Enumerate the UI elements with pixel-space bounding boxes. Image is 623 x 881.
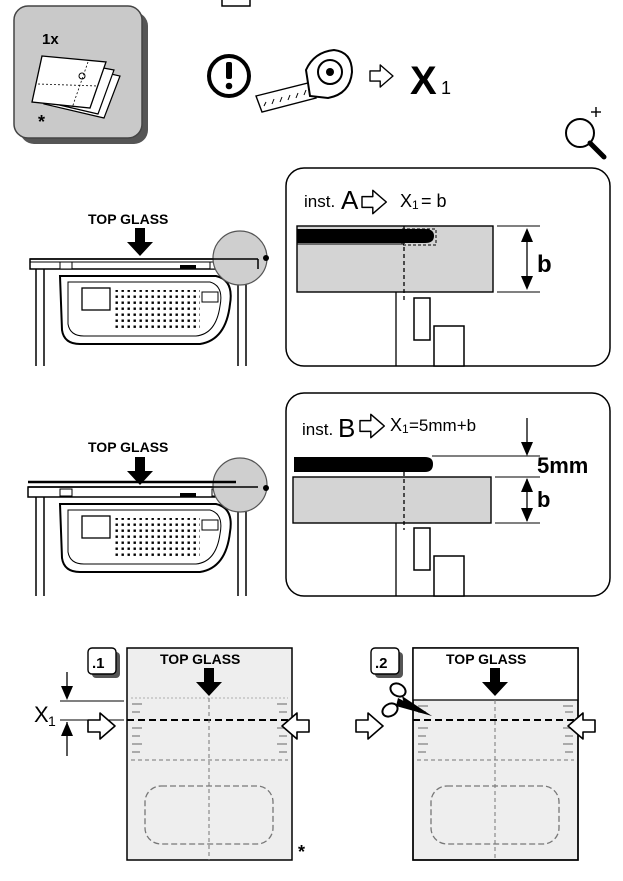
scissors-icon [381,682,432,718]
svg-text:1: 1 [441,78,451,98]
magnifier-icon [565,107,607,160]
insert-arrow-left-2 [355,712,384,740]
svg-text:TOP GLASS: TOP GLASS [88,439,168,455]
top-edge-box [221,0,251,7]
svg-text:TOP GLASS: TOP GLASS [446,651,526,667]
svg-text:b: b [537,251,552,278]
svg-text:inst.: inst. [304,192,335,211]
arrow-to-x1-icon [369,64,394,88]
svg-text:b: b [537,487,550,512]
svg-text:.2: .2 [375,655,388,672]
svg-text:*: * [298,842,305,862]
svg-text:= b: = b [421,191,447,211]
svg-text:X: X [390,415,402,435]
template-step-2: .2 TOP GLASS [355,647,596,861]
svg-text:A: A [341,185,359,215]
svg-text:X: X [400,191,412,211]
svg-text:inst.: inst. [302,420,333,439]
sheet-count-text: 1x [42,31,59,48]
svg-text:1: 1 [402,422,409,436]
svg-text:X: X [34,702,49,727]
svg-text:1: 1 [412,198,419,212]
detail-panel-b: inst. B X 1 =5mm+b 5mm b [285,392,611,597]
insert-arrow-left [87,712,116,740]
tape-measure-icon [255,48,354,113]
oven-installation-a: TOP GLASS [29,211,269,366]
template-sheets-icon [31,55,121,119]
svg-text:B: B [338,413,355,443]
detail-panel-a: inst. A X 1 = b b [285,167,611,367]
svg-text:=5mm+b: =5mm+b [409,416,476,435]
svg-text:TOP GLASS: TOP GLASS [88,211,168,227]
svg-text:.1: .1 [92,655,105,672]
x1-symbol: X 1 [410,59,451,103]
svg-text:TOP GLASS: TOP GLASS [160,651,240,667]
oven-installation-b: TOP GLASS [27,439,269,596]
sheet-asterisk: * [38,112,45,132]
sheet-count-box: 1x * [13,5,148,144]
svg-text:5mm: 5mm [537,453,588,478]
svg-text:X: X [410,59,437,103]
attention-icon [207,54,251,98]
template-step-1: .1 TOP GLASS * X 1 [34,647,310,862]
svg-text:1: 1 [48,713,56,729]
